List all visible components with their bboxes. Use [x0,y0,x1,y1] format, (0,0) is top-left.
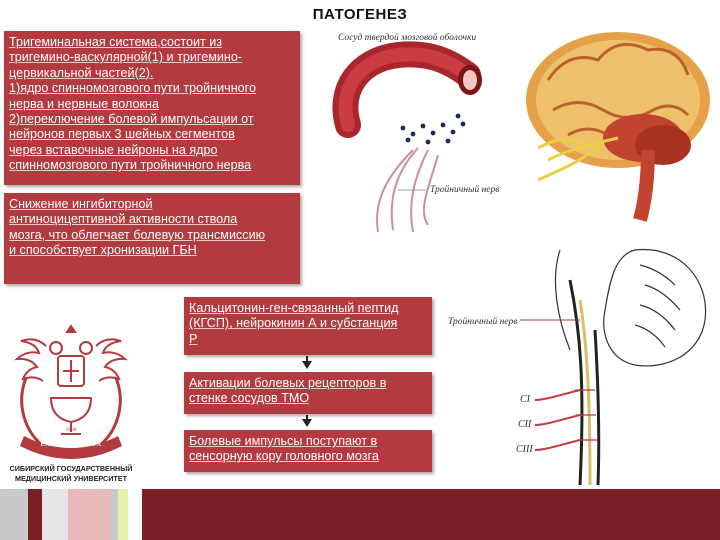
text-line: нейронов первых 3 шейных сегментов [9,127,235,142]
brainstem-illustration: Тройничный нерв CI CII CIII [448,248,707,486]
footer-bar-light [42,489,68,540]
brain-vessel-illustration: Сосуд твердой мозговой оболочки Тройничн… [332,32,710,233]
logo-university-line2: МЕДИЦИНСКИЙ УНИВЕРСИТЕТ [15,474,128,483]
text-line: спинномозгового пути тройничного нерва [9,158,252,173]
neuropeptide-dots-icon [400,113,466,145]
text-line: Снижение ингибиторной [9,197,153,211]
slide-title: ПАТОГЕНЕЗ [312,6,408,23]
text-line: Кальцитонин-ген-связанный пептид [189,301,399,315]
nerve-label-bottom: Тройничный нерв [448,316,517,327]
text-line: через вставочные нейроны на ядро [9,142,218,157]
cerebellum-outline-icon [554,248,707,367]
brain-icon [526,32,710,222]
antinociceptive-box: Снижение ингибиторной антиноцицептивной … [4,193,300,284]
text-line: Р [189,331,198,346]
impulses-box: Болевые импульсы поступают в сенсорную к… [184,430,432,472]
footer-bar-white [128,489,142,540]
footer-bar-pink [68,489,110,540]
cup-icon [49,397,93,435]
cgrp-box: Кальцитонин-ген-связанный пептид (КГСП),… [184,297,432,355]
trigeminal-system-box: Тригеминальная система,состоит из тригем… [4,31,300,185]
c1-label: CI [520,394,531,405]
text-line: и способствует хронизации ГБН [9,243,197,258]
receptors-box: Активации болевых рецепторов в стенке со… [184,372,432,414]
vessel-label: Сосуд твердой мозговой оболочки [338,32,476,43]
text-line: цервикальной частей(2). [9,65,154,80]
spinal-cord-icon [568,279,601,486]
flow-arrowhead-1 [302,361,312,369]
trigeminal-fibers-icon [376,147,439,233]
c3-label: CIII [516,444,533,455]
laurel-wreath-icon [20,377,122,450]
text-line: мозга, что облегчает болевую трансмиссию [9,227,266,242]
motto-ribbon-icon: EX ORIENTE LUX [20,436,122,459]
text-line: тригемино-васкулярной(1) и тригемино- [9,50,243,65]
dural-vessel-icon [332,41,482,138]
cervical-nerves-icon [534,389,581,451]
nerve-label-top: Тройничный нерв [430,184,499,195]
logo-university-line1: СИБИРСКИЙ ГОСУДАРСТВЕННЫЙ [10,464,133,473]
flow-arrowhead-2 [302,419,312,427]
footer-bar-dark-main [142,489,720,540]
footer-bar-dark-1 [28,489,42,540]
text-line: 1)ядро спинномозгового пути тройничного [9,81,256,96]
flow-arrow-1 [306,356,308,362]
footer-bar-lime [118,489,128,540]
double-headed-eagle-icon [14,324,128,387]
brain-nerve-branches-icon [537,136,619,182]
logo-motto: EX ORIENTE LUX [40,439,102,448]
text-line: Болевые импульсы поступают в [189,434,378,448]
footer-bar-gray [0,489,28,540]
text-line: нерва и нервные волокна [9,96,159,111]
footer-bar-gray-2 [110,489,118,540]
text-line: сенсорную кору головного мозга [189,449,379,464]
flow-arrow-2 [306,415,308,420]
university-logo: EX ORIENTE LUX 1888 СИБИРСКИЙ ГОСУДАРСТВ… [10,324,133,483]
text-line: 2)переключение болевой импульсации от [9,112,254,127]
c2-label: CII [518,419,532,430]
text-line: Активации болевых рецепторов в [189,376,387,390]
text-line: (КГСП), нейрокинин А и субстанция [189,316,398,331]
logo-year: 1888 [66,427,77,433]
text-line: стенке сосудов ТМО [189,391,310,406]
text-line: антиноцицептивной активности ствола [9,212,238,227]
text-line: Тригеминальная система,состоит из [9,35,223,49]
